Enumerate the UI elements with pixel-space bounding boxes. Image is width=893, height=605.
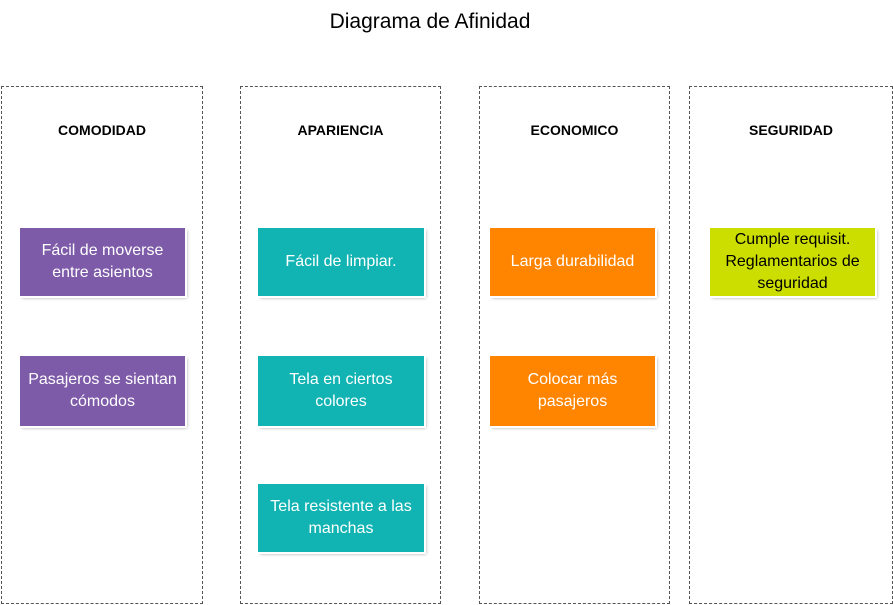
affinity-card: Pasajeros se sientan cómodos	[18, 354, 187, 428]
column-heading: APARIENCIA	[297, 122, 384, 138]
affinity-card: Fácil de moverse entre asientos	[18, 226, 187, 298]
affinity-card: Fácil de limpiar.	[256, 226, 426, 298]
affinity-card: Cumple requisit. Reglamentarios de segur…	[708, 226, 877, 298]
column-seguridad: SEGURIDAD Cumple requisit. Reglamentario…	[689, 86, 893, 604]
affinity-card: Colocar más pasajeros	[488, 354, 657, 428]
affinity-card: Tela en ciertos colores	[256, 354, 426, 428]
diagram-title: Diagrama de Afinidad	[329, 10, 531, 33]
column-heading: ECONOMICO	[530, 122, 619, 138]
affinity-card: Larga durabilidad	[488, 226, 657, 298]
affinity-card: Tela resistente a las manchas	[256, 482, 426, 554]
column-heading: SEGURIDAD	[748, 122, 833, 138]
column-comodidad: COMODIDAD Fácil de moverse entre asiento…	[1, 86, 203, 604]
column-heading: COMODIDAD	[58, 122, 146, 138]
column-apariencia: APARIENCIA Fácil de limpiar. Tela en cie…	[240, 86, 441, 604]
column-economico: ECONOMICO Larga durabilidad Colocar más …	[479, 86, 670, 604]
